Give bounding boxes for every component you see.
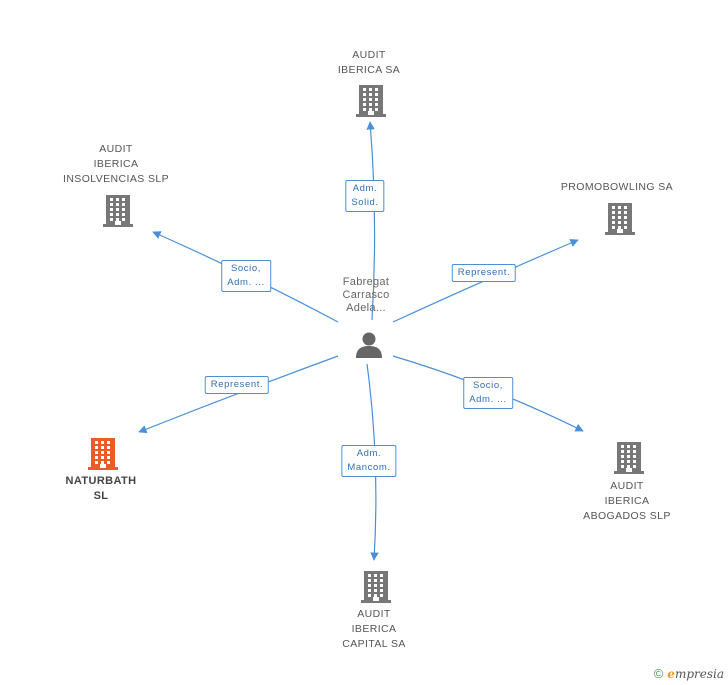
edge-naturbath <box>138 355 339 434</box>
edge-line: Represent. <box>457 267 511 278</box>
edge-audit-iberica-sa <box>366 121 376 321</box>
building-icon[interactable] <box>360 569 392 608</box>
building-icon[interactable] <box>604 201 636 240</box>
edge-line: Represent. <box>210 379 264 390</box>
node-line: AUDIT <box>610 480 644 492</box>
center-line-2: Carrasco <box>342 289 390 301</box>
edge-label-socio-adm-insolvencias[interactable]: Socio, Adm. ... <box>221 260 271 292</box>
edge-line: Adm. ... <box>227 277 265 288</box>
node-line: PROMOBOWLING SA <box>560 181 674 193</box>
edge-line: Adm. <box>352 183 378 194</box>
node-audit-iberica-abogados-label[interactable]: AUDIT IBERICA ABOGADOS SLP <box>583 479 671 524</box>
edge-line: Adm. <box>356 448 382 459</box>
node-line: AUDIT <box>99 143 133 155</box>
center-person-label[interactable]: Fabregat Carrasco Adela... <box>342 276 389 315</box>
node-audit-iberica-capital-label[interactable]: AUDIT IBERICA CAPITAL SA <box>342 607 406 652</box>
node-line: CAPITAL SA <box>342 638 406 650</box>
node-line: IBERICA <box>93 158 139 170</box>
edge-line: Socio, <box>472 380 503 391</box>
brand-rest: mpresia <box>674 666 724 681</box>
node-line: ABOGADOS SLP <box>583 510 671 522</box>
person-icon[interactable] <box>355 330 383 363</box>
edge-line: Socio, <box>230 263 261 274</box>
edge-label-socio-adm-abogados[interactable]: Socio, Adm. ... <box>463 377 513 409</box>
node-line: SL <box>93 490 109 502</box>
edge-label-adm-solid[interactable]: Adm. Solid. <box>345 180 385 212</box>
node-line: IBERICA <box>351 623 397 635</box>
edge-label-represent-naturbath[interactable]: Represent. <box>204 376 270 394</box>
building-icon[interactable] <box>102 193 134 232</box>
node-audit-iberica-sa-label[interactable]: AUDIT IBERICA SA <box>338 48 400 78</box>
edge-line: Adm. ... <box>469 394 507 405</box>
center-line-1: Fabregat <box>342 276 390 288</box>
node-naturbath-label[interactable]: NATURBATH SL <box>65 474 136 504</box>
node-line: AUDIT <box>352 49 386 61</box>
node-line: NATURBATH <box>65 475 137 487</box>
edge-label-adm-mancom[interactable]: Adm. Mancom. <box>341 445 397 477</box>
node-line: AUDIT <box>357 608 391 620</box>
edge-line: Mancom. <box>347 462 391 473</box>
node-promobowling-label[interactable]: PROMOBOWLING SA <box>561 180 673 195</box>
copyright-symbol: © <box>653 666 664 681</box>
edge-label-represent-promobowling[interactable]: Represent. <box>451 264 517 282</box>
node-line: IBERICA SA <box>337 64 401 76</box>
footer-brand: © empresia <box>654 666 724 681</box>
center-line-3: Adela... <box>346 302 386 314</box>
node-line: IBERICA <box>604 495 650 507</box>
building-icon[interactable] <box>613 440 645 479</box>
brand-initial: e <box>667 666 675 681</box>
edge-line: Solid. <box>351 197 379 208</box>
building-icon[interactable] <box>355 83 387 122</box>
node-audit-iberica-insolvencias-label[interactable]: AUDIT IBERICA INSOLVENCIAS SLP <box>63 142 169 187</box>
building-icon[interactable] <box>87 436 119 475</box>
empresia-logo: empresia <box>667 667 724 681</box>
node-line: INSOLVENCIAS SLP <box>63 173 169 185</box>
